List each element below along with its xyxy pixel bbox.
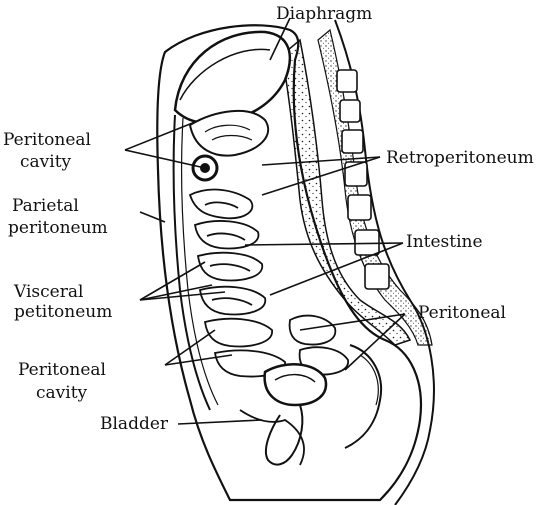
label-retroperitoneum: Retroperitoneum (386, 148, 534, 168)
label-visceral-peritoneum-line1: Visceral (14, 282, 83, 302)
label-parietal-peritoneum-line1: Parietal (12, 196, 79, 216)
label-peritoneal-cavity-bottom-line2: cavity (36, 383, 87, 403)
label-peritoneal-cavity-top-line2: cavity (20, 152, 71, 172)
uterus (266, 405, 302, 465)
label-diaphragm: Diaphragm (276, 4, 372, 24)
label-parietal-peritoneum-line2: peritoneum (8, 218, 108, 238)
label-bladder: Bladder (100, 414, 168, 434)
label-visceral-peritoneum-line2: petitoneum (14, 302, 112, 322)
label-peritoneal-cavity-top-line1: Peritoneal (3, 130, 91, 150)
pelvic-floor (240, 410, 304, 465)
label-peritoneal-right: Peritoneal (418, 303, 506, 323)
label-peritoneal-cavity-bottom-line1: Peritoneal (18, 360, 106, 380)
spine-back-region (318, 30, 432, 345)
bladder-organ (265, 364, 326, 405)
diaphragm-dome (175, 32, 290, 123)
label-intestine: Intestine (406, 232, 483, 252)
